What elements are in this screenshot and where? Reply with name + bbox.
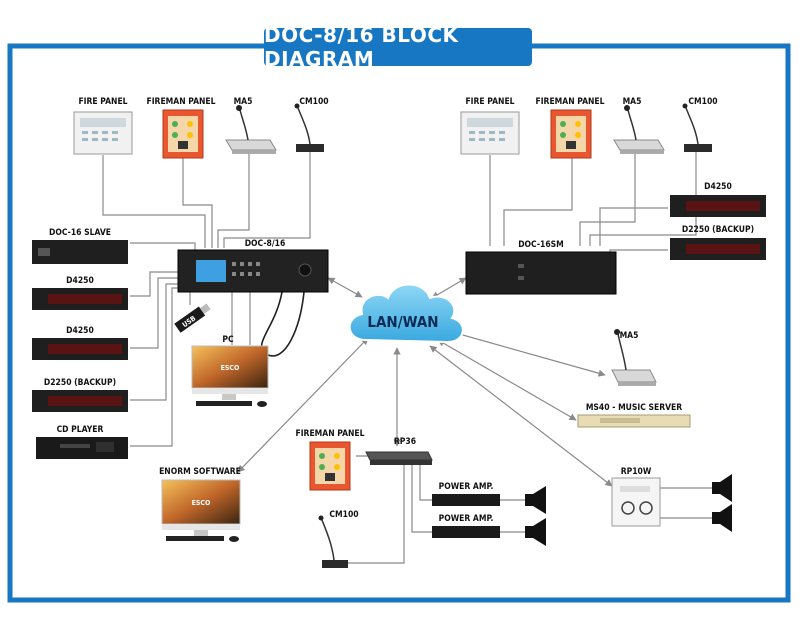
- pc-computer: ESCO: [191, 345, 269, 407]
- pc-label: PC: [222, 335, 234, 345]
- fireman-panel-left-label: FIREMAN PANEL: [146, 97, 215, 107]
- fire-panel-right-label: FIRE PANEL: [465, 97, 514, 107]
- doc16sm-label: DOC-16SM: [518, 240, 564, 250]
- d4250-left-1-unit: [32, 288, 128, 310]
- fireman-panel-bottom: [309, 441, 351, 491]
- doc16-slave-label: DOC-16 SLAVE: [49, 228, 111, 238]
- rp10w-panel: [611, 477, 661, 527]
- doc816-unit: [177, 249, 329, 293]
- power-amp-1-unit: [432, 494, 500, 506]
- ma5-left-label: MA5: [234, 97, 253, 107]
- fire-panel-left-label: FIRE PANEL: [78, 97, 127, 107]
- cd-player-unit: [36, 437, 128, 459]
- pc-screen-brand: ESCO: [221, 364, 240, 372]
- d4250-left-1-label: D4250: [66, 276, 94, 286]
- speaker-amp-1: [525, 486, 546, 514]
- ms40-music-server: [577, 414, 691, 428]
- speaker-rp10w-1: [712, 474, 732, 502]
- usb-stick: USB: [174, 303, 211, 333]
- fireman-panel-bottom-label: FIREMAN PANEL: [295, 429, 364, 439]
- enorm-software-computer: ESCO: [161, 479, 241, 542]
- power-amp-2-label: POWER AMP.: [439, 514, 494, 524]
- cm100-bottom-label: CM100: [329, 510, 358, 520]
- fireman-panel-left: [162, 109, 204, 159]
- diagram-title-text: DOC-8/16 BLOCK DIAGRAM: [264, 23, 459, 71]
- rp10w-label: RP10W: [621, 467, 652, 477]
- d2250-left-label: D2250 (BACKUP): [44, 378, 116, 388]
- d4250-right-label: D4250: [704, 182, 732, 192]
- fireman-panel-right: [550, 109, 592, 159]
- d2250-left-unit: [32, 390, 128, 412]
- enorm-screen-brand: ESCO: [192, 499, 211, 507]
- cm100-bottom: [318, 515, 348, 568]
- lan-wan-cloud: LAN/WAN: [348, 283, 464, 344]
- doc16sm-unit: [465, 251, 617, 295]
- ma5-bottom-label: MA5: [620, 331, 639, 341]
- speaker-rp10w-2: [712, 504, 732, 532]
- diagram-title: DOC-8/16 BLOCK DIAGRAM: [264, 23, 532, 71]
- fire-panel-right: [460, 111, 520, 155]
- cm100-left-label: CM100: [299, 97, 328, 107]
- cm100-right: [682, 103, 712, 152]
- fireman-panel-right-label: FIREMAN PANEL: [535, 97, 604, 107]
- fire-panel-left: [73, 111, 133, 155]
- d4250-left-2-unit: [32, 338, 128, 360]
- ma5-bottom: [611, 329, 657, 386]
- cd-player-label: CD PLAYER: [57, 425, 104, 435]
- ma5-right-label: MA5: [623, 97, 642, 107]
- d4250-left-2-label: D4250: [66, 326, 94, 336]
- d4250-right-unit: [670, 195, 766, 217]
- rp36-unit: [365, 451, 433, 465]
- enorm-software-label: ENORM SOFTWARE: [159, 467, 241, 477]
- doc816-label: DOC-8/16: [245, 239, 286, 249]
- rp36-label: RP36: [394, 437, 416, 447]
- cm100-left: [294, 103, 324, 152]
- speaker-amp-2: [525, 518, 546, 546]
- cm100-right-label: CM100: [688, 97, 717, 107]
- ma5-right: [613, 105, 665, 154]
- cloud-arrows: [237, 277, 613, 487]
- d2250-right-unit: [670, 238, 766, 260]
- power-amp-2-unit: [432, 526, 500, 538]
- power-amp-1-label: POWER AMP.: [439, 482, 494, 492]
- ms40-label: MS40 - MUSIC SERVER: [586, 403, 682, 413]
- d2250-right-label: D2250 (BACKUP): [682, 225, 754, 235]
- doc16-slave-unit: [32, 240, 128, 264]
- ma5-left: [225, 105, 277, 154]
- cloud-label: LAN/WAN: [367, 313, 438, 331]
